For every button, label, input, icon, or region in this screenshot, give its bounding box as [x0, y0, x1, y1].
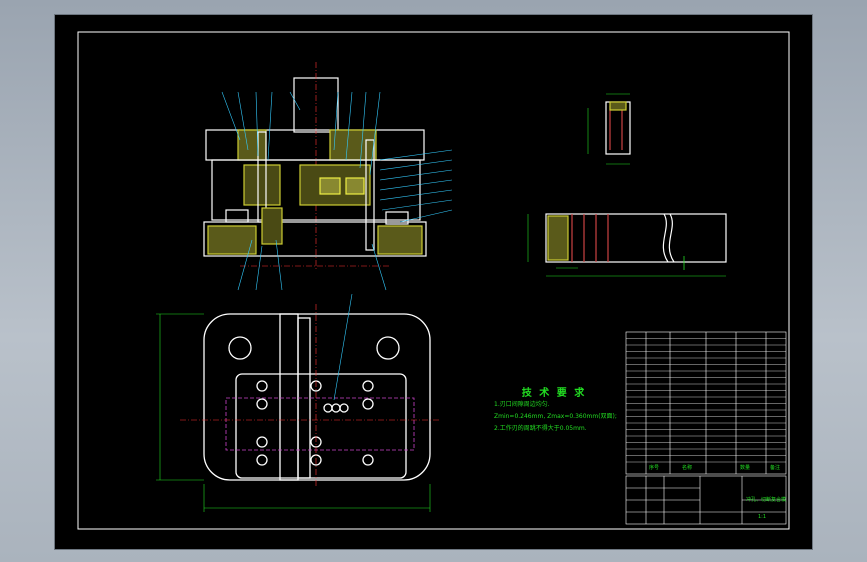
drawing-sheet[interactable] — [55, 15, 812, 549]
bom-rows — [626, 338, 786, 463]
top-plan-view — [180, 304, 440, 486]
bom-header-note: 备注 — [770, 465, 781, 471]
bill-of-materials-table — [625, 331, 787, 475]
technical-requirements: 技 术 要 求 1.刃口间隙周边均匀. Zmin=0.246mm, Zmax=0… — [494, 384, 624, 435]
drawing-scale: 1:1 — [758, 514, 767, 520]
tech-requirement-line-1: 1.刃口间隙周边均匀. — [494, 401, 550, 408]
drawing-name: 冲孔、切断复合模 — [746, 497, 787, 503]
drawing-border — [77, 31, 790, 530]
dimension-lines — [156, 293, 431, 512]
punch-detail-view — [587, 93, 631, 165]
bom-header-name: 名称 — [682, 465, 693, 471]
part-leader-lines — [221, 91, 453, 291]
bom-header-qty: 数量 — [740, 465, 751, 471]
title-block — [625, 475, 787, 525]
die-plate-detail-view — [527, 213, 727, 277]
tech-requirement-line-3: 2.工作刃的周跳不得大于0.05mm. — [494, 425, 587, 432]
front-section-view — [203, 62, 427, 270]
tech-requirement-line-2: Zmin=0.246mm, Zmax=0.360mm(双面); — [494, 413, 617, 420]
tech-requirements-title: 技 术 要 求 — [521, 388, 587, 399]
bom-header-no: 序号 — [649, 465, 660, 471]
